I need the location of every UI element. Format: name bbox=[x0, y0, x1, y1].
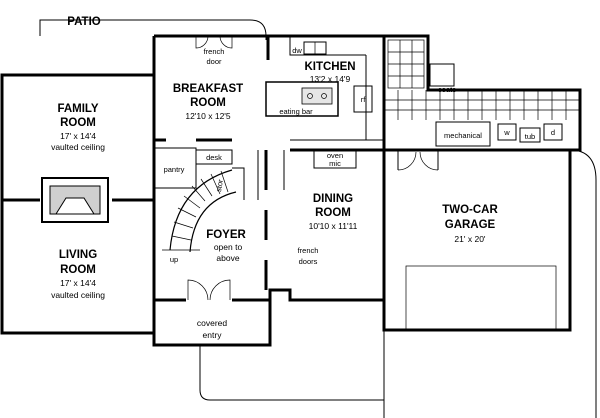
mechanical-label: mechanical bbox=[444, 131, 482, 140]
covered-entry-label-2: entry bbox=[203, 330, 223, 340]
tub-label: tub bbox=[525, 132, 535, 141]
french-doors-label-2: doors bbox=[299, 257, 318, 266]
dining-room-name-2: ROOM bbox=[315, 207, 351, 219]
family-room-dims: 17' x 14'4 bbox=[60, 131, 96, 141]
garage-name-2: GARAGE bbox=[445, 219, 496, 231]
covered-entry-label-1: covered bbox=[197, 318, 228, 328]
kitchen-dims: 13'2 x 14'9 bbox=[310, 74, 351, 84]
breakfast-room-name-1: BREAKFAST bbox=[173, 83, 243, 95]
desk-label: desk bbox=[206, 153, 222, 162]
washer-label: w bbox=[503, 128, 510, 137]
dishwasher-label: dw bbox=[292, 46, 302, 55]
interior-walls bbox=[2, 35, 580, 331]
foyer-name: FOYER bbox=[206, 229, 246, 241]
foyer-note-2: above bbox=[216, 253, 239, 263]
dining-room: DINING ROOM 10'10 x 11'11 bbox=[309, 193, 358, 231]
dryer-label: d bbox=[551, 128, 555, 137]
garage: TWO-CAR GARAGE 21' x 20' bbox=[442, 204, 498, 244]
breakfast-room-name-2: ROOM bbox=[190, 97, 226, 109]
pantry-label: pantry bbox=[164, 165, 185, 174]
oven-mic-label-1: oven bbox=[327, 151, 343, 160]
oven-mic-label-2: mic bbox=[329, 159, 341, 168]
living-room-name-2: ROOM bbox=[60, 264, 96, 276]
garage-name-1: TWO-CAR bbox=[442, 204, 498, 216]
garage-door bbox=[405, 265, 557, 331]
dining-room-name-1: DINING bbox=[313, 193, 353, 205]
kitchen: KITCHEN 13'2 x 14'9 bbox=[304, 61, 355, 84]
foyer: FOYER open to above bbox=[206, 229, 246, 263]
living-room: LIVING ROOM 17' x 14'4 vaulted ceiling bbox=[51, 249, 105, 300]
french-door-label-2: door bbox=[206, 57, 222, 66]
dining-room-dims: 10'10 x 11'11 bbox=[309, 221, 358, 231]
eating-bar-label: eating bar bbox=[279, 107, 313, 116]
exterior-walls bbox=[0, 34, 582, 347]
family-room-name-2: ROOM bbox=[60, 117, 96, 129]
breakfast-room-dims: 12'10 x 12'5 bbox=[185, 111, 231, 121]
foyer-note-1: open to bbox=[214, 242, 243, 252]
coats-label: coats bbox=[438, 85, 456, 94]
kitchen-name: KITCHEN bbox=[304, 61, 355, 73]
french-doors-label-1: french bbox=[298, 246, 319, 255]
refrigerator-label: rf bbox=[361, 95, 366, 104]
french-door-label-1: french bbox=[204, 47, 225, 56]
garage-dims: 21' x 20' bbox=[454, 234, 486, 244]
stor-label: stor bbox=[214, 178, 225, 192]
breakfast-room: BREAKFAST ROOM 12'10 x 12'5 bbox=[173, 83, 243, 121]
family-room-note: vaulted ceiling bbox=[51, 142, 105, 152]
patio-label: PATIO bbox=[67, 16, 100, 28]
living-room-name-1: LIVING bbox=[59, 249, 97, 261]
stair-up-label: up bbox=[170, 255, 178, 264]
family-room: FAMILY ROOM 17' x 14'4 vaulted ceiling bbox=[51, 103, 105, 152]
living-room-note: vaulted ceiling bbox=[51, 290, 105, 300]
family-room-name-1: FAMILY bbox=[57, 103, 98, 115]
living-room-dims: 17' x 14'4 bbox=[60, 278, 96, 288]
driveway bbox=[199, 149, 597, 418]
